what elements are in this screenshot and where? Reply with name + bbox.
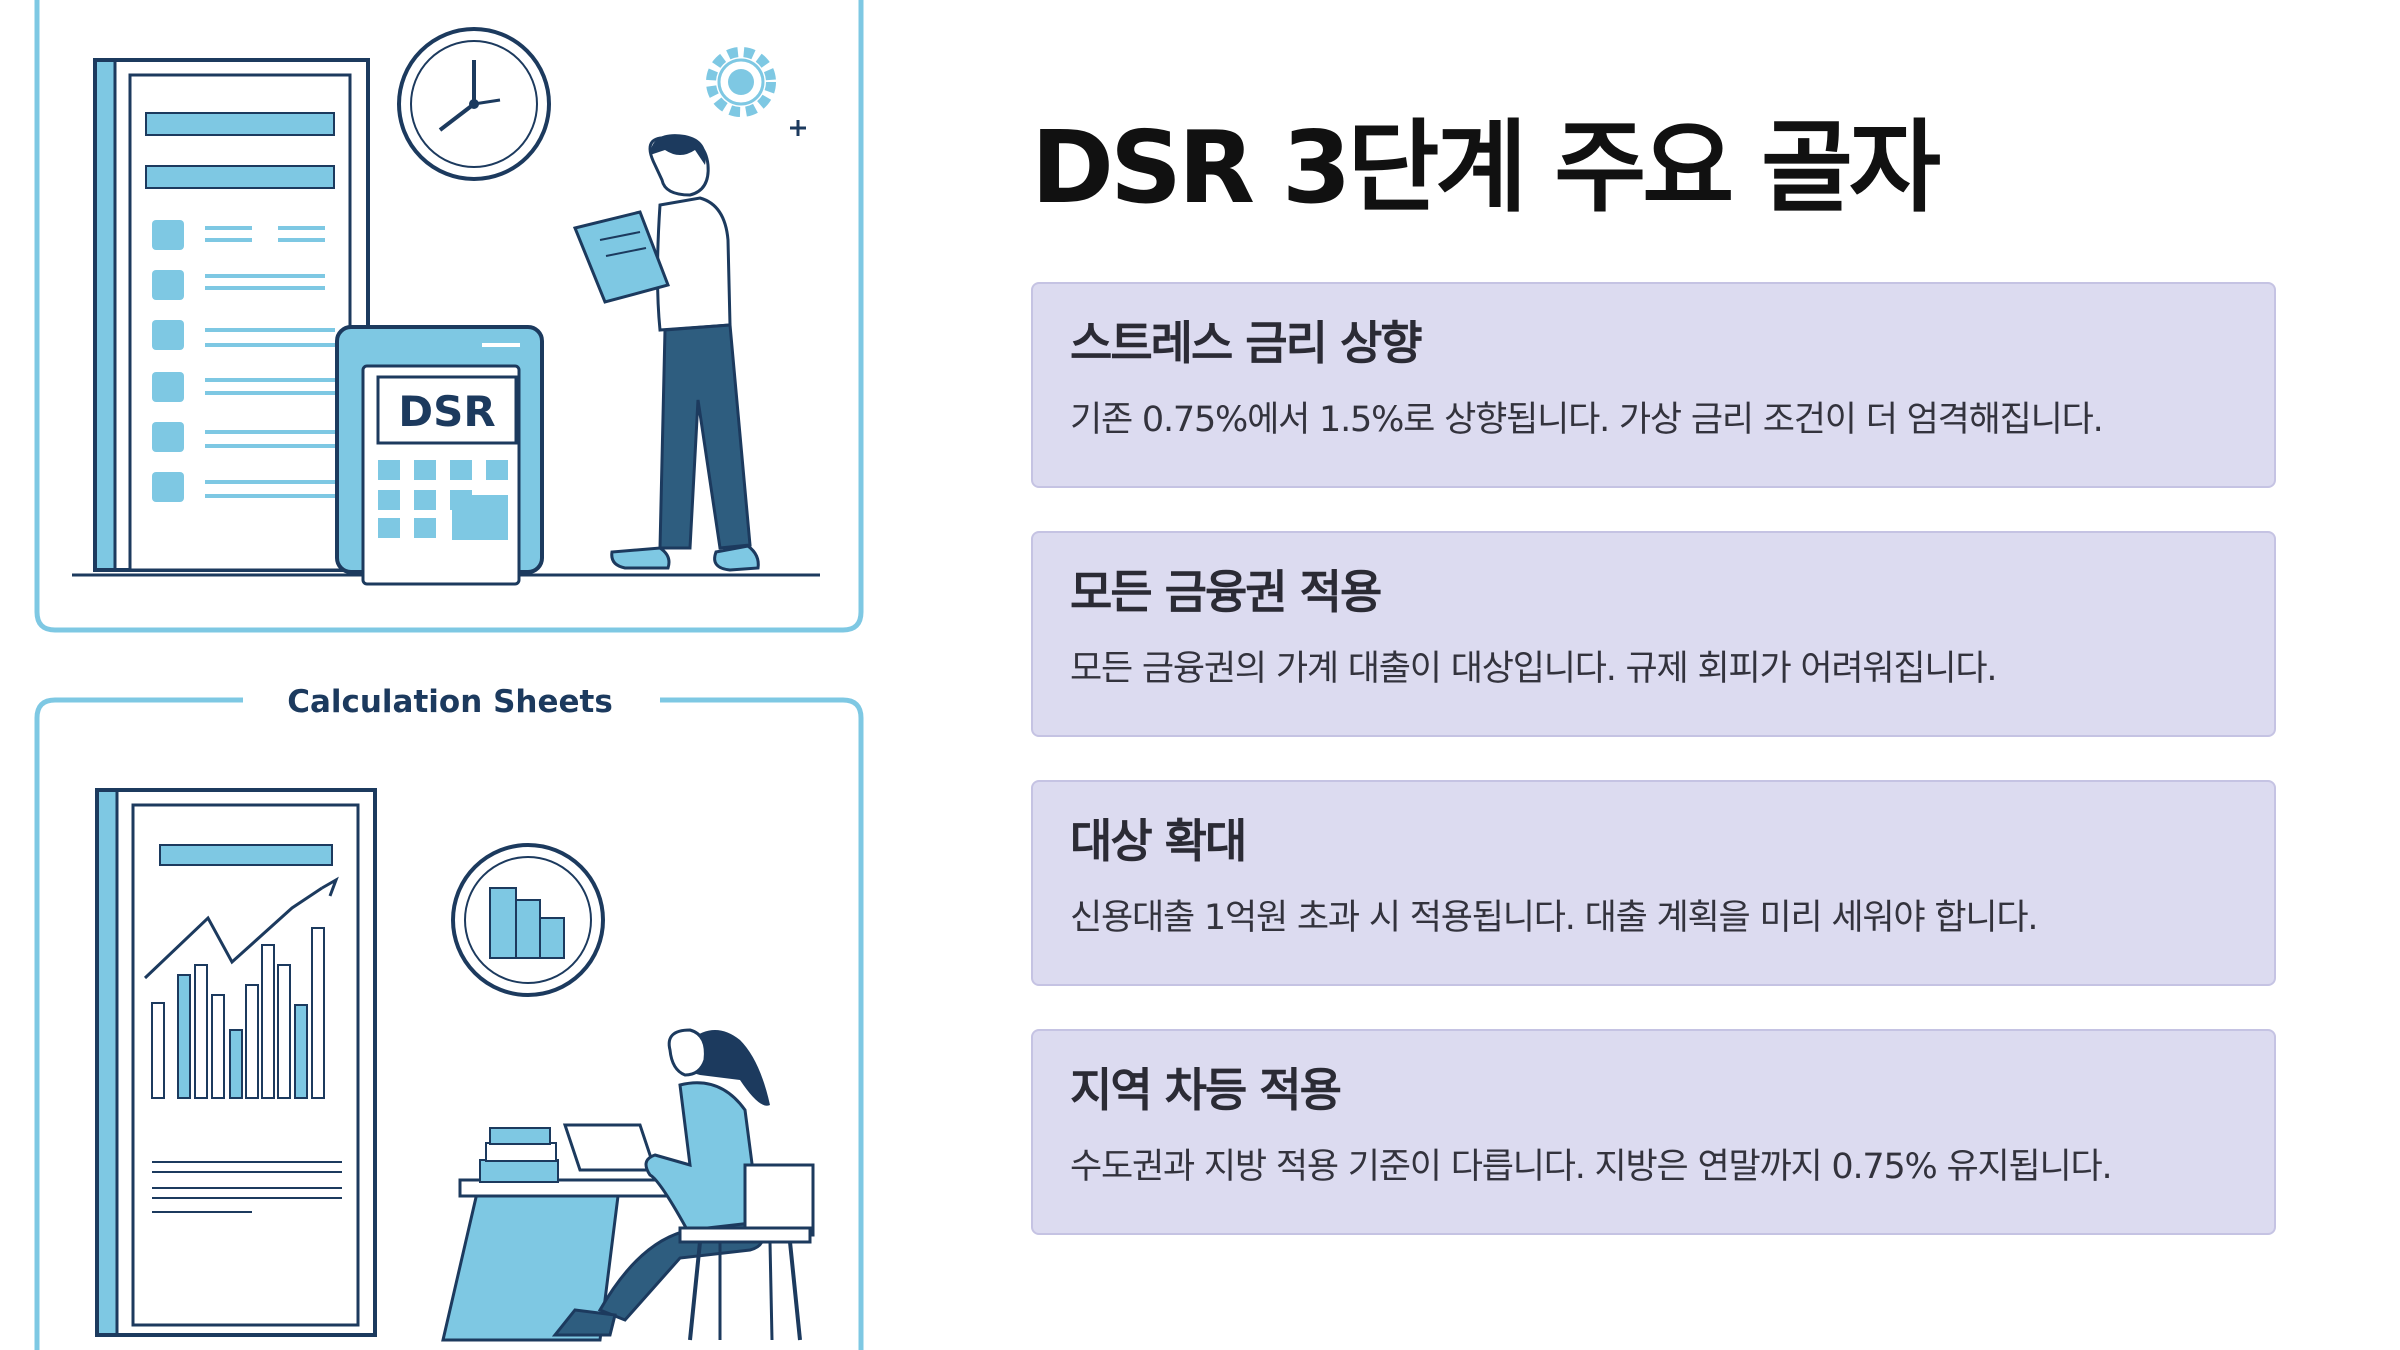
gear-icon — [706, 47, 776, 117]
woman-at-desk-illustration — [441, 1028, 815, 1342]
calculator-icon: DSR — [335, 325, 544, 586]
card-description: 기존 0.75%에서 1.5%로 상향됩니다. 가상 금리 조건이 더 엄격해집… — [1070, 400, 2104, 440]
illustration-panel: DSR Calculati — [34, 0, 864, 1350]
card-all-financial-sectors: 모든 금융권 적용 모든 금융권의 가계 대출이 대상입니다. 규제 회피가 어… — [1031, 531, 2276, 737]
card-scope-expansion: 대상 확대 신용대출 1억원 초과 시 적용됩니다. 대출 계획을 미리 세워야… — [1031, 780, 2276, 986]
clock-icon — [397, 27, 551, 181]
card-description: 모든 금융권의 가계 대출이 대상입니다. 규제 회피가 어려워집니다. — [1070, 649, 1998, 689]
bottom-illustration-frame — [34, 697, 864, 1350]
building-icon — [451, 843, 605, 997]
card-title: 스트레스 금리 상향 — [1070, 316, 1423, 370]
card-title: 지역 차등 적용 — [1070, 1063, 1342, 1117]
card-stress-rate: 스트레스 금리 상향 기존 0.75%에서 1.5%로 상향됩니다. 가상 금리… — [1031, 282, 2276, 488]
card-description: 수도권과 지방 적용 기준이 다릅니다. 지방은 연말까지 0.75% 유지됩니… — [1070, 1147, 2113, 1187]
document-icon — [93, 58, 370, 572]
card-regional-differentiation: 지역 차등 적용 수도권과 지방 적용 기준이 다릅니다. 지방은 연말까지 0… — [1031, 1029, 2276, 1235]
card-title: 모든 금융권 적용 — [1070, 565, 1382, 619]
card-description: 신용대출 1억원 초과 시 적용됩니다. 대출 계획을 미리 세워야 합니다. — [1070, 898, 2038, 938]
chart-document-icon — [95, 788, 377, 1337]
sparkle-icon — [790, 120, 806, 136]
page-title: DSR 3단계 주요 골자 — [1031, 109, 1941, 226]
calculator-label: DSR — [398, 387, 495, 436]
illustration-caption: Calculation Sheets — [287, 684, 613, 720]
man-reading-illustration — [572, 134, 760, 572]
card-title: 대상 확대 — [1070, 814, 1247, 868]
top-illustration-frame — [34, 0, 864, 633]
